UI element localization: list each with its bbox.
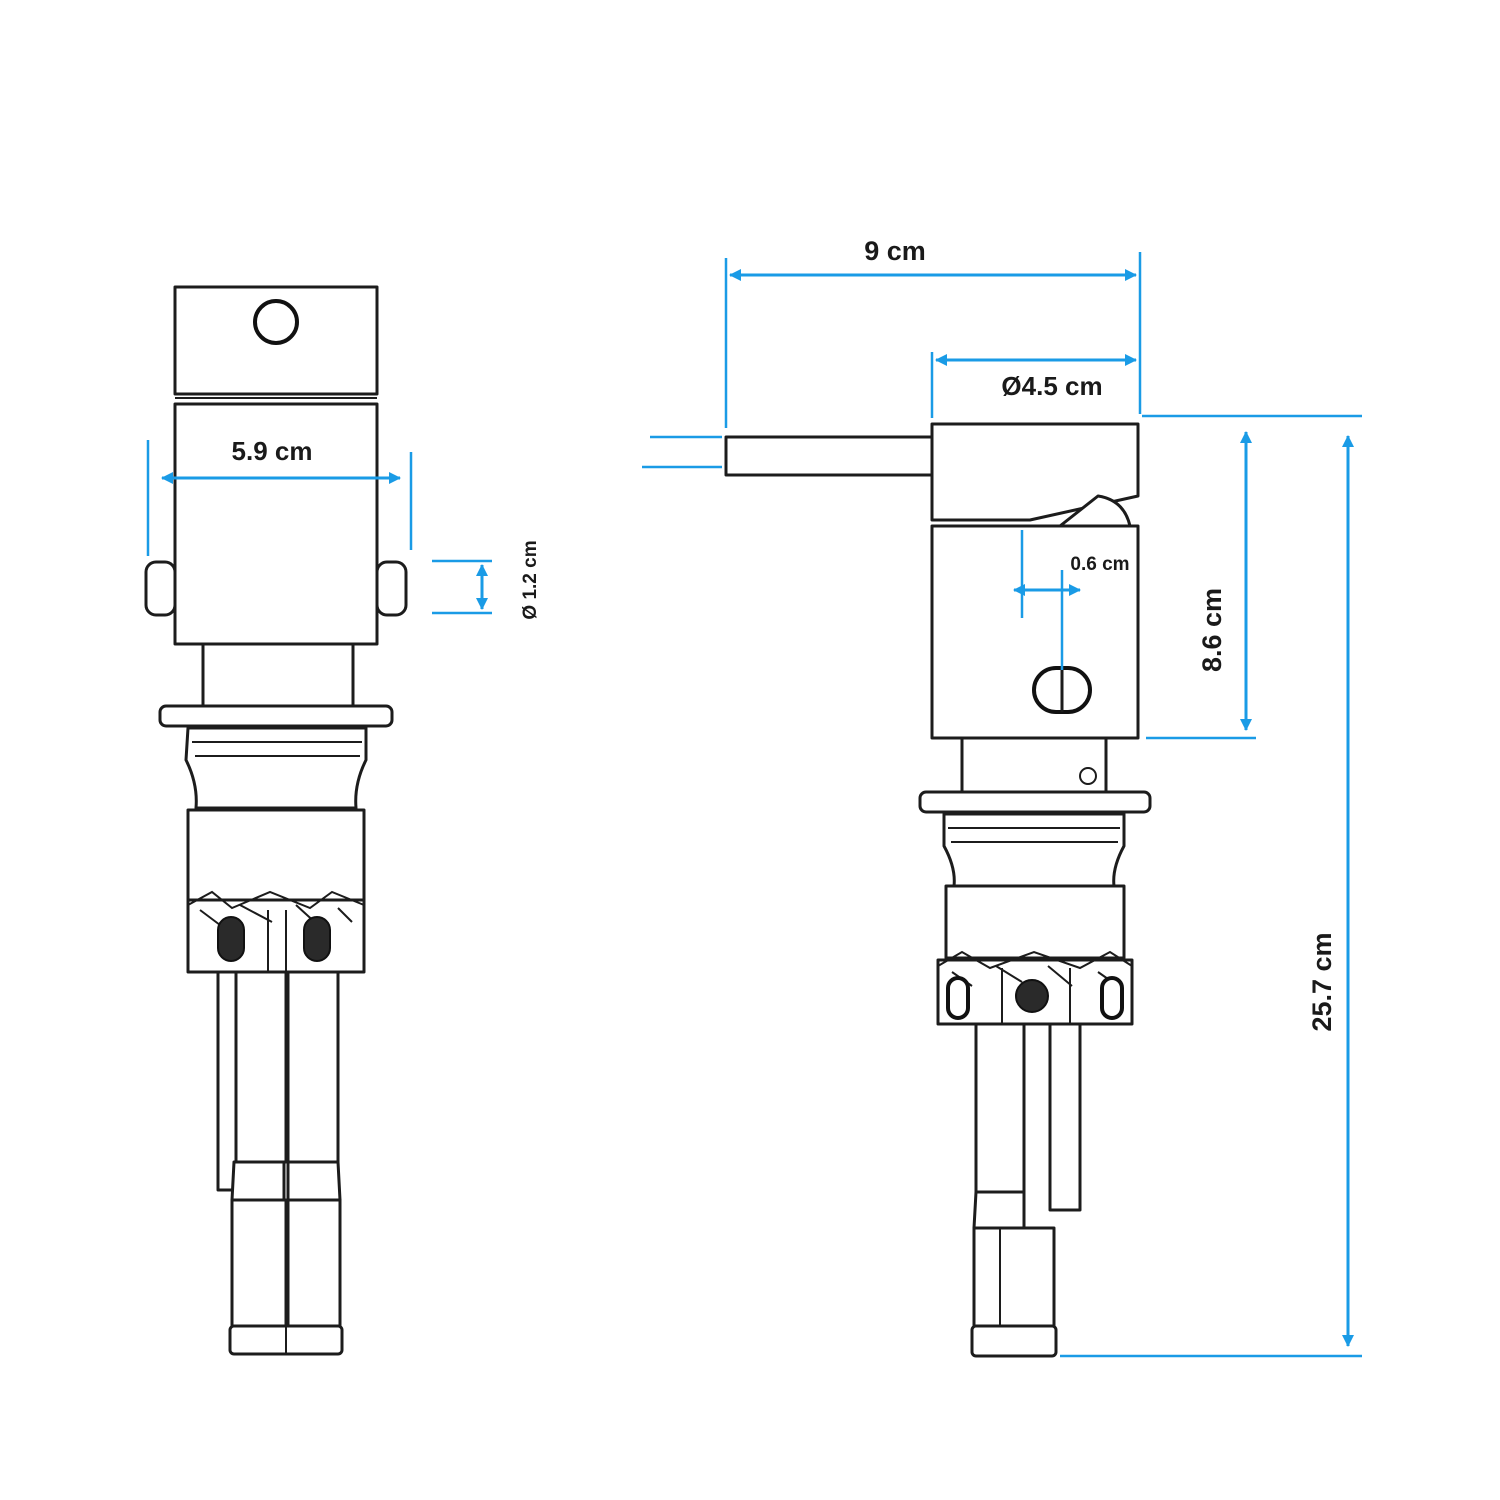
side-supply-tube-back <box>1048 1022 1082 1212</box>
front-right-pin <box>375 560 408 617</box>
side-supply-tube-front <box>974 1022 1026 1194</box>
front-ring-screw-right <box>303 916 331 962</box>
side-ring-screw-center <box>1015 979 1049 1013</box>
front-lock-nut <box>186 808 366 902</box>
side-view <box>724 422 1152 1358</box>
dim-body-width-label: 5.9 cm <box>232 436 313 466</box>
side-hose-end <box>972 1226 1056 1330</box>
side-ring-screw-left <box>946 976 970 1020</box>
front-hose-end-left <box>230 1198 288 1330</box>
front-cap-hole <box>253 299 299 345</box>
side-body <box>930 524 1140 740</box>
front-hose-end-right <box>286 1198 342 1330</box>
dim-hole-offset-label: 0.6 cm <box>1070 554 1129 575</box>
side-neck <box>960 736 1108 798</box>
front-body <box>173 402 379 646</box>
front-supply-tube-left <box>234 970 288 1164</box>
front-neck <box>201 642 355 710</box>
front-base <box>184 726 368 810</box>
front-flange <box>158 704 394 728</box>
front-left-pin <box>144 560 177 617</box>
front-supply-tube-right <box>286 970 340 1164</box>
side-hose-fitting <box>970 1324 1058 1358</box>
side-ring-screw-right <box>1100 976 1124 1020</box>
front-small-tube <box>216 970 238 1192</box>
front-view <box>144 285 408 1356</box>
dim-cap-diameter-label: Ø4.5 cm <box>1001 371 1102 401</box>
dim-lever-length-label: 9 cm <box>864 236 926 266</box>
dim-body-height-label: 8.6 cm <box>1197 588 1227 672</box>
side-flange <box>918 790 1152 814</box>
front-knurled-ring <box>186 898 366 974</box>
side-lever <box>724 435 934 477</box>
dim-pin-diameter-label: Ø 1.2 cm <box>520 540 541 619</box>
side-base <box>942 812 1126 888</box>
side-neck-pin <box>1079 767 1097 785</box>
dimension-annotations: 5.9 cm Ø 1.2 cm 9 cm Ø4.5 cm 0.6 cm 8.6 … <box>146 236 1362 1358</box>
dim-total-height-label: 25.7 cm <box>1307 932 1337 1031</box>
side-lock-nut <box>944 884 1126 960</box>
front-ring-screw-left <box>217 916 245 962</box>
